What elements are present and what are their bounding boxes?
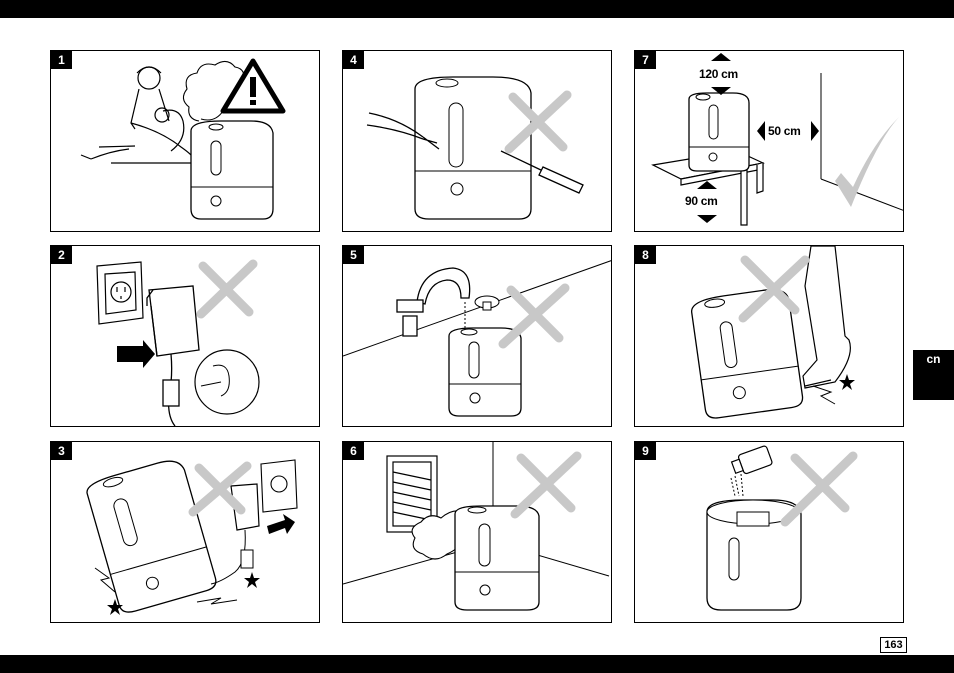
illustration-tipped-humidifier [51, 442, 320, 623]
humidifier-icon [84, 457, 218, 615]
arrow-icon [757, 121, 765, 141]
power-outlet-icon [97, 262, 143, 324]
panel-number: 6 [343, 442, 364, 460]
humidifier-icon [455, 506, 539, 610]
humidifier-icon [191, 121, 273, 219]
cross-mark-icon [785, 456, 853, 522]
panel-number: 9 [635, 442, 656, 460]
cross-mark-icon [503, 288, 565, 344]
leg-foot [803, 246, 850, 388]
panel-9: 9 [634, 441, 904, 623]
zoom-circle [195, 350, 259, 414]
panel-8: 8 [634, 245, 904, 427]
arrow-icon [697, 215, 717, 223]
panel-number: 1 [51, 51, 72, 69]
illustration-child-humidifier [51, 51, 320, 232]
illustration-no-tools [343, 51, 612, 232]
adapter-plug-icon [147, 286, 199, 426]
panel-number: 2 [51, 246, 72, 264]
arrow-icon [711, 53, 731, 61]
panel-number: 7 [635, 51, 656, 69]
child-head [138, 67, 160, 89]
illustration-vent-steam [343, 442, 612, 623]
bottom-bar [0, 655, 954, 673]
faucet-icon [397, 268, 470, 336]
oil-bottle-icon [730, 445, 773, 477]
check-mark-icon [835, 117, 899, 207]
arrow-icon [117, 340, 155, 368]
panel-number: 3 [51, 442, 72, 460]
panel-7: 7 120 cm 50 cm 90 cm [634, 50, 904, 232]
panel-1: 1 [50, 50, 320, 232]
illustration-tap-water [343, 246, 612, 427]
illustration-plug-adapter [51, 246, 320, 427]
cross-mark-icon [515, 456, 577, 514]
illustration-no-oil [635, 442, 904, 623]
panel-5: 5 [342, 245, 612, 427]
panel-4: 4 [342, 50, 612, 232]
panel-number: 4 [343, 51, 364, 69]
arrow-icon [697, 181, 717, 189]
humidifier-icon [689, 93, 749, 171]
panel-3: 3 [50, 441, 320, 623]
star-icon [839, 374, 855, 390]
dimension-top: 120 cm [699, 67, 738, 81]
panel-number: 8 [635, 246, 656, 264]
panel-6: 6 [342, 441, 612, 623]
dimension-side: 50 cm [768, 124, 801, 138]
illustration-placement-distances [635, 51, 904, 232]
illustration-kick-humidifier [635, 246, 904, 427]
panel-number: 5 [343, 246, 364, 264]
arrow-icon [811, 121, 819, 141]
cross-mark-icon [201, 264, 253, 314]
dimension-bottom: 90 cm [685, 194, 718, 208]
warning-triangle-icon [223, 61, 283, 111]
top-bar [0, 0, 954, 18]
panel-2: 2 [50, 245, 320, 427]
star-icon [244, 572, 260, 588]
language-tab: cn [913, 350, 954, 400]
arrow-icon [267, 514, 295, 534]
power-outlet-icon [261, 460, 297, 512]
page-number: 163 [880, 637, 907, 653]
